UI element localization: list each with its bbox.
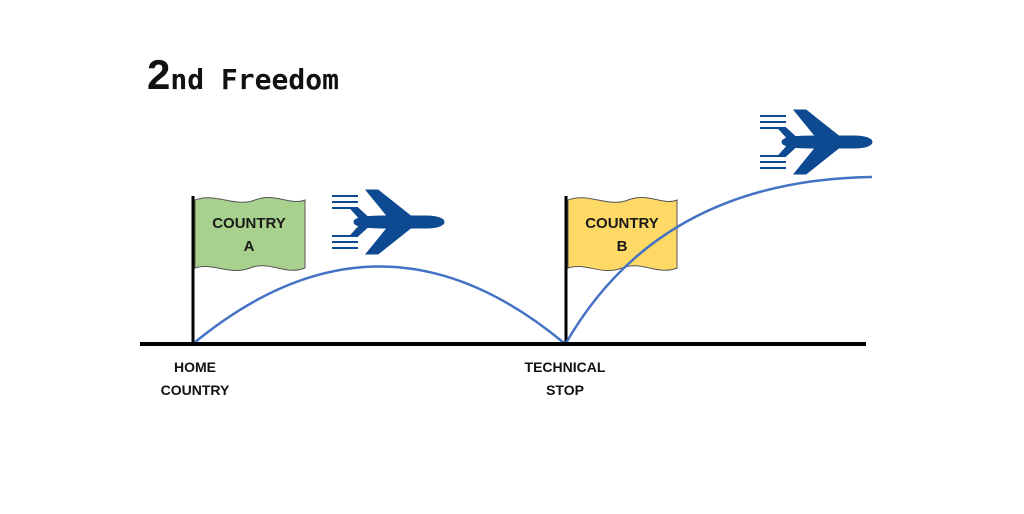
flag-label-country-a: COUNTRY A <box>195 212 303 258</box>
airplane-icon <box>331 189 445 255</box>
title-number: 2 <box>147 51 171 98</box>
ground-label-line1: TECHNICAL <box>524 359 606 375</box>
route-arc-b-onward <box>564 175 873 344</box>
title-suffix: nd Freedom <box>170 63 339 96</box>
flag-cloth-a <box>194 196 306 272</box>
flag-cloth-b <box>567 196 678 272</box>
flag-label-line2: A <box>243 238 255 255</box>
route-arc-a-to-b <box>193 265 565 344</box>
label-home-country: HOME COUNTRY <box>135 356 255 402</box>
ground-label-line2: STOP <box>546 382 584 398</box>
flag-label-line1: COUNTRY <box>212 215 286 232</box>
airplane-icon <box>759 109 873 175</box>
flag-label-line1: COUNTRY <box>585 215 659 232</box>
page-title: 2nd Freedom <box>147 54 339 96</box>
flag-label-country-b: COUNTRY B <box>568 212 676 258</box>
flag-country-a <box>191 196 306 344</box>
ground-label-line2: COUNTRY <box>160 382 230 398</box>
ground-label-line1: HOME <box>174 359 216 375</box>
label-technical-stop: TECHNICAL STOP <box>500 356 630 402</box>
flag-label-line2: B <box>616 238 628 255</box>
flag-country-b <box>564 196 678 344</box>
